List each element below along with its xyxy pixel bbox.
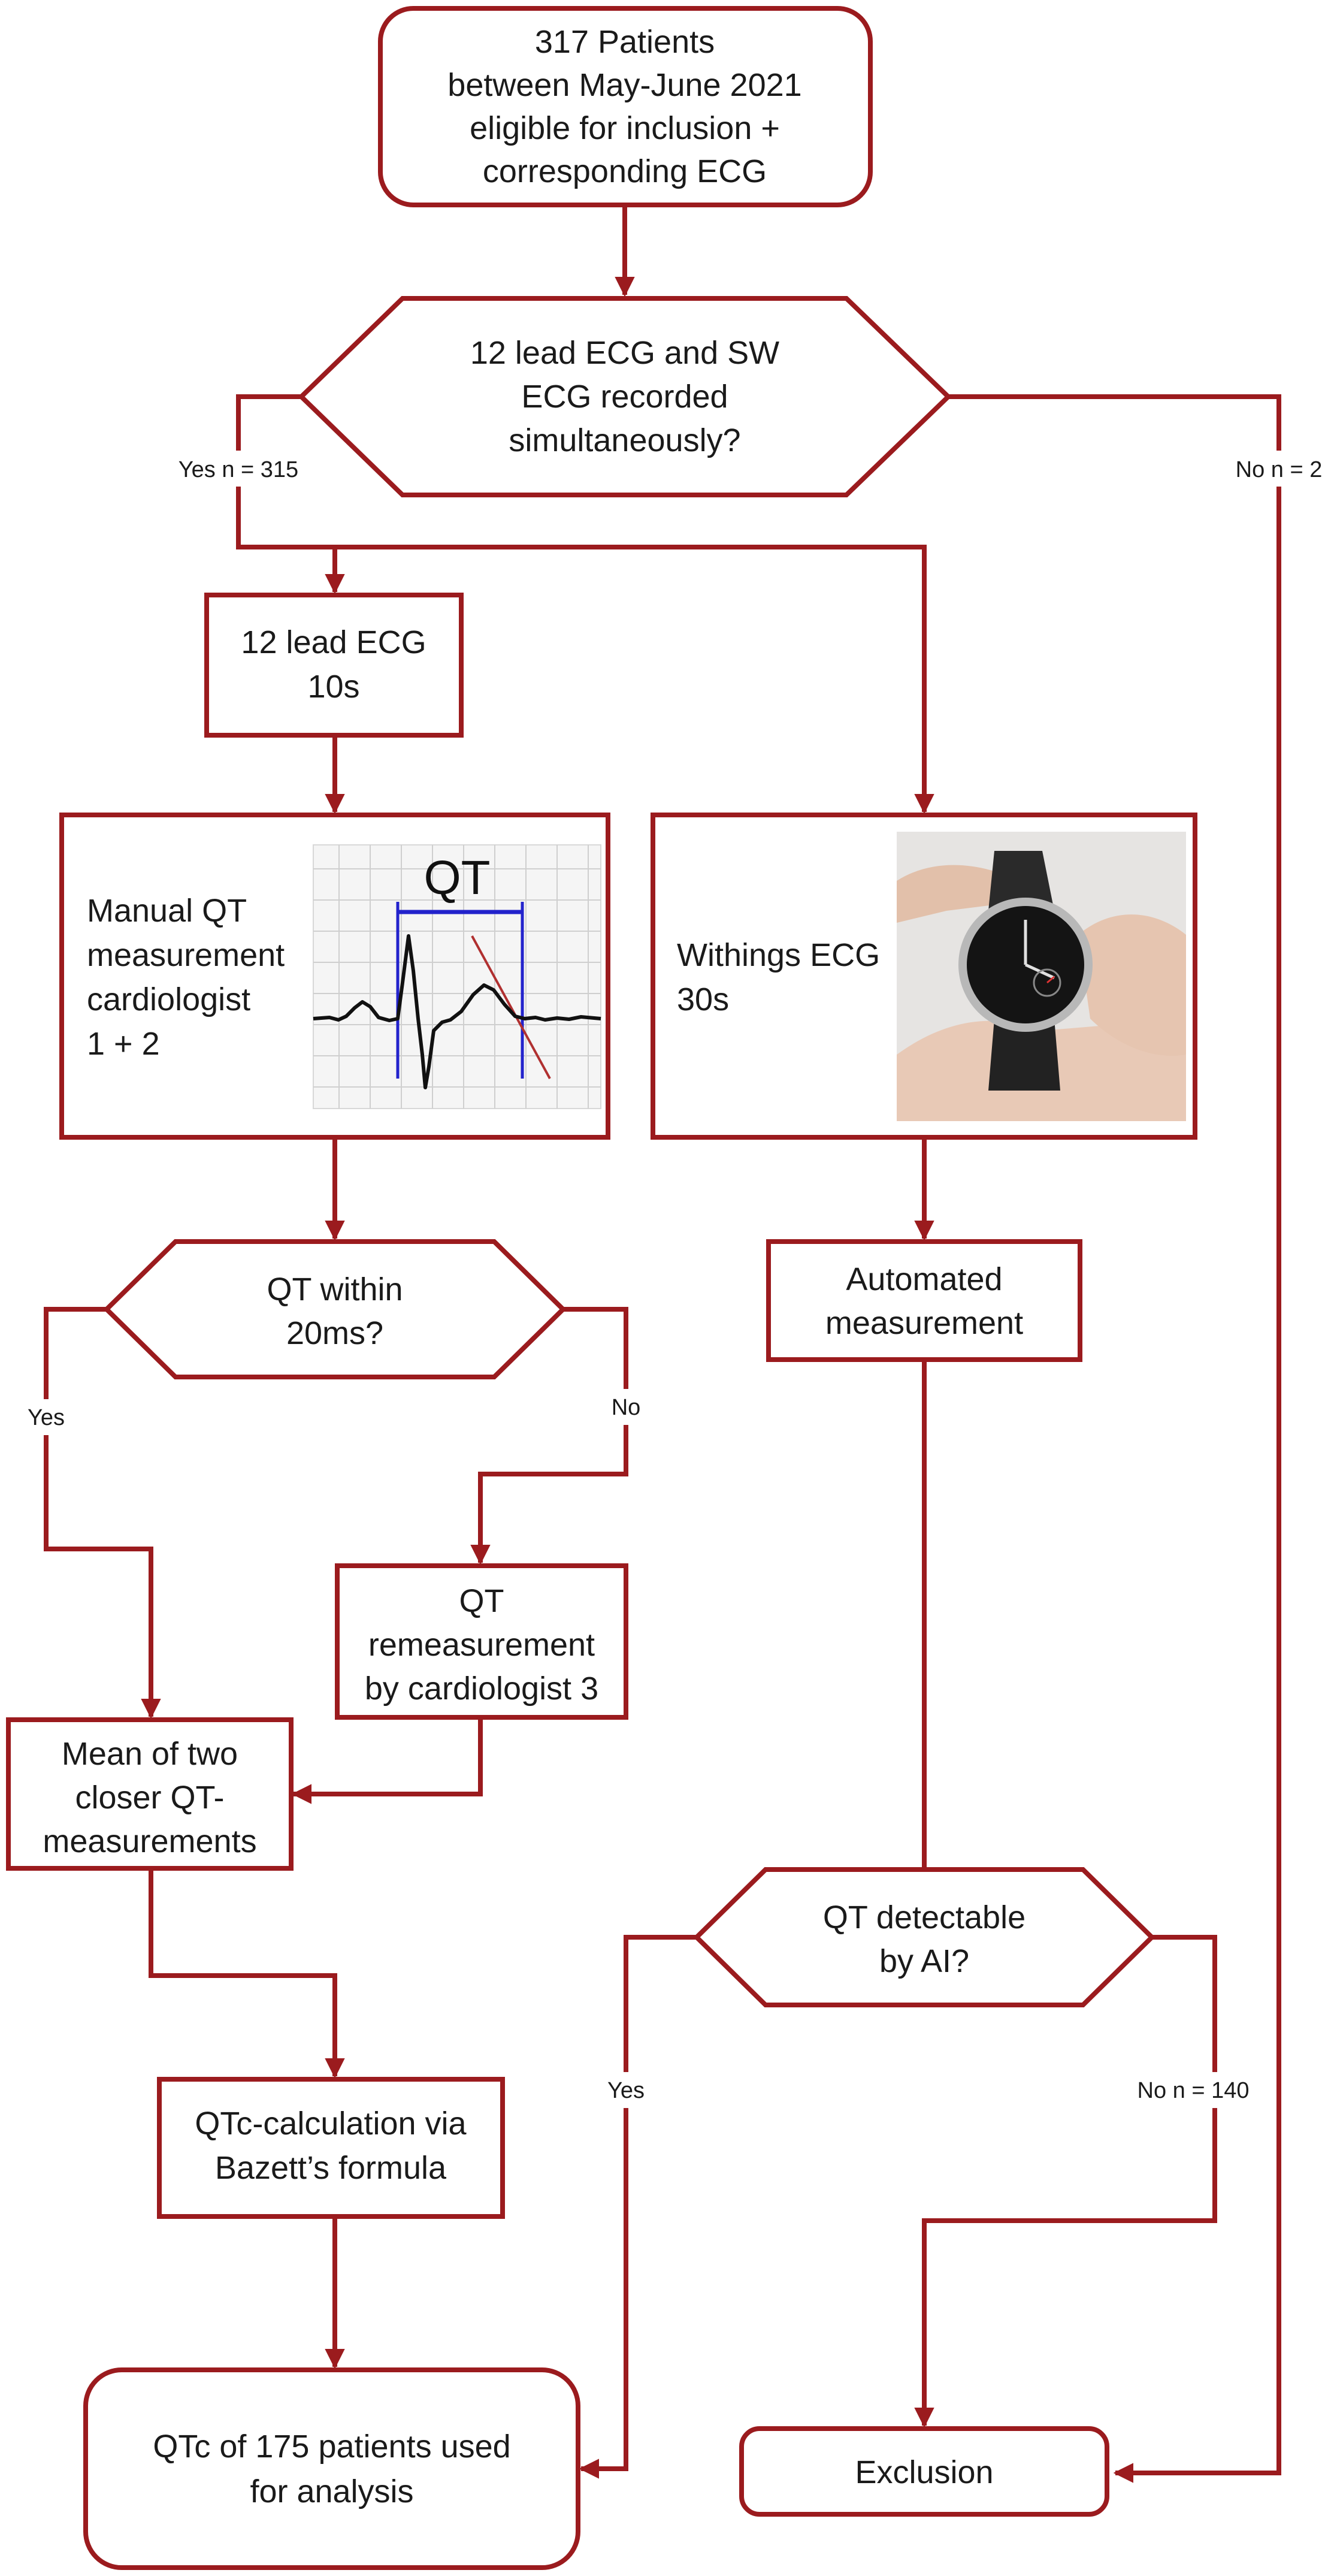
edge-ai-yes-to-final [579, 1935, 697, 2479]
ecg-qt-illustration: QT [313, 844, 601, 1109]
edge-label-no-2: No n = 2 [1236, 457, 1323, 482]
exclusion-line-0: Exclusion [855, 2454, 993, 2490]
start-line-0: 317 Patients [535, 24, 715, 60]
remeasure-box [335, 1563, 628, 1720]
edge-ai-no-to-exclusion [914, 1935, 1217, 2428]
edge-label-no-within: No [612, 1395, 641, 1420]
qt-figure-label: QT [423, 851, 490, 904]
decision-ai-line-1: by AI? [879, 1943, 969, 1979]
decision-within20-line-1: 20ms? [286, 1315, 383, 1351]
t-wave-tangent [471, 935, 551, 1079]
edges [44, 205, 1281, 2483]
mean-line-2: measurements [43, 1823, 256, 1859]
manual-qt-line-2: cardiologist [87, 982, 250, 1017]
decision-ai-line-0: QT detectable [823, 1899, 1026, 1935]
ecg-trace [313, 934, 601, 1089]
final-line-1: for analysis [250, 2474, 413, 2509]
final-line-0: QTc of 175 patients used [153, 2429, 510, 2465]
decision-within20-line-0: QT within [267, 1272, 403, 1307]
decision-simultaneous-line-1: ECG recorded [521, 379, 728, 415]
ecg12-line-0: 12 lead ECG [241, 624, 426, 660]
mean-box [6, 1717, 294, 1871]
manual-qt-line-0: Manual QT [87, 893, 247, 929]
remeasure-line-1: remeasurement [368, 1627, 595, 1663]
edge-decision-yes-to-ecg12 [236, 394, 345, 594]
ecg12-line-1: 10s [307, 669, 359, 705]
decision-simultaneous-hexagon [298, 296, 952, 497]
nodes: 317 Patients between May-June 2021 eligi… [6, 6, 1197, 2570]
start-line-1: between May-June 2021 [447, 67, 801, 103]
manual-qt-line-1: measurement [87, 937, 285, 973]
remeasure-line-2: by cardiologist 3 [365, 1671, 598, 1707]
remeasure-line-0: QT [459, 1583, 504, 1619]
edge-within20-no-to-remeasure [470, 1307, 628, 1565]
final-box [83, 2367, 580, 2570]
ecg12-box [204, 593, 464, 738]
start-line-3: corresponding ECG [483, 153, 767, 189]
smartwatch-photo-icon [897, 832, 1186, 1121]
decision-ai-hexagon [693, 1867, 1155, 2007]
qtc-calc-box [157, 2077, 505, 2219]
automated-line-0: Automated [846, 1261, 1002, 1297]
ecg-grid [313, 845, 601, 1109]
manual-qt-line-3: 1 + 2 [87, 1026, 160, 1062]
withings-line-1: 30s [677, 982, 729, 1017]
decision-simultaneous-line-0: 12 lead ECG and SW [470, 335, 779, 371]
qtc-calc-line-1: Bazett’s formula [215, 2150, 447, 2186]
edge-decision-no-to-exclusion [948, 394, 1281, 2483]
start-line-2: eligible for inclusion + [470, 110, 780, 146]
edge-label-yes-315: Yes n = 315 [179, 457, 298, 482]
edge-remeasure-to-mean [291, 1717, 483, 1804]
mean-line-0: Mean of two [62, 1736, 238, 1772]
edge-label-no-140: No n = 140 [1138, 2078, 1250, 2103]
start-box [378, 6, 873, 207]
automated-line-1: measurement [825, 1305, 1023, 1341]
edge-label-yes-ai: Yes [607, 2078, 645, 2103]
mean-line-1: closer QT- [75, 1780, 224, 1816]
edge-mean-to-qtccalc [149, 1868, 345, 2079]
withings-line-0: Withings ECG [677, 937, 880, 973]
edge-split-to-withings [335, 545, 934, 814]
edge-labels: Yes n = 315 No n = 2 Yes No Yes No n = 1… [22, 451, 1328, 2108]
edge-label-yes-within: Yes [28, 1405, 65, 1430]
decision-simultaneous-line-2: simultaneously? [509, 422, 740, 458]
edge-within20-yes-to-mean [44, 1307, 161, 1719]
exclusion-box [739, 2426, 1109, 2517]
decision-within20-hexagon [103, 1239, 567, 1379]
qtc-calc-line-0: QTc-calculation via [195, 2106, 467, 2142]
automated-box [766, 1239, 1082, 1362]
